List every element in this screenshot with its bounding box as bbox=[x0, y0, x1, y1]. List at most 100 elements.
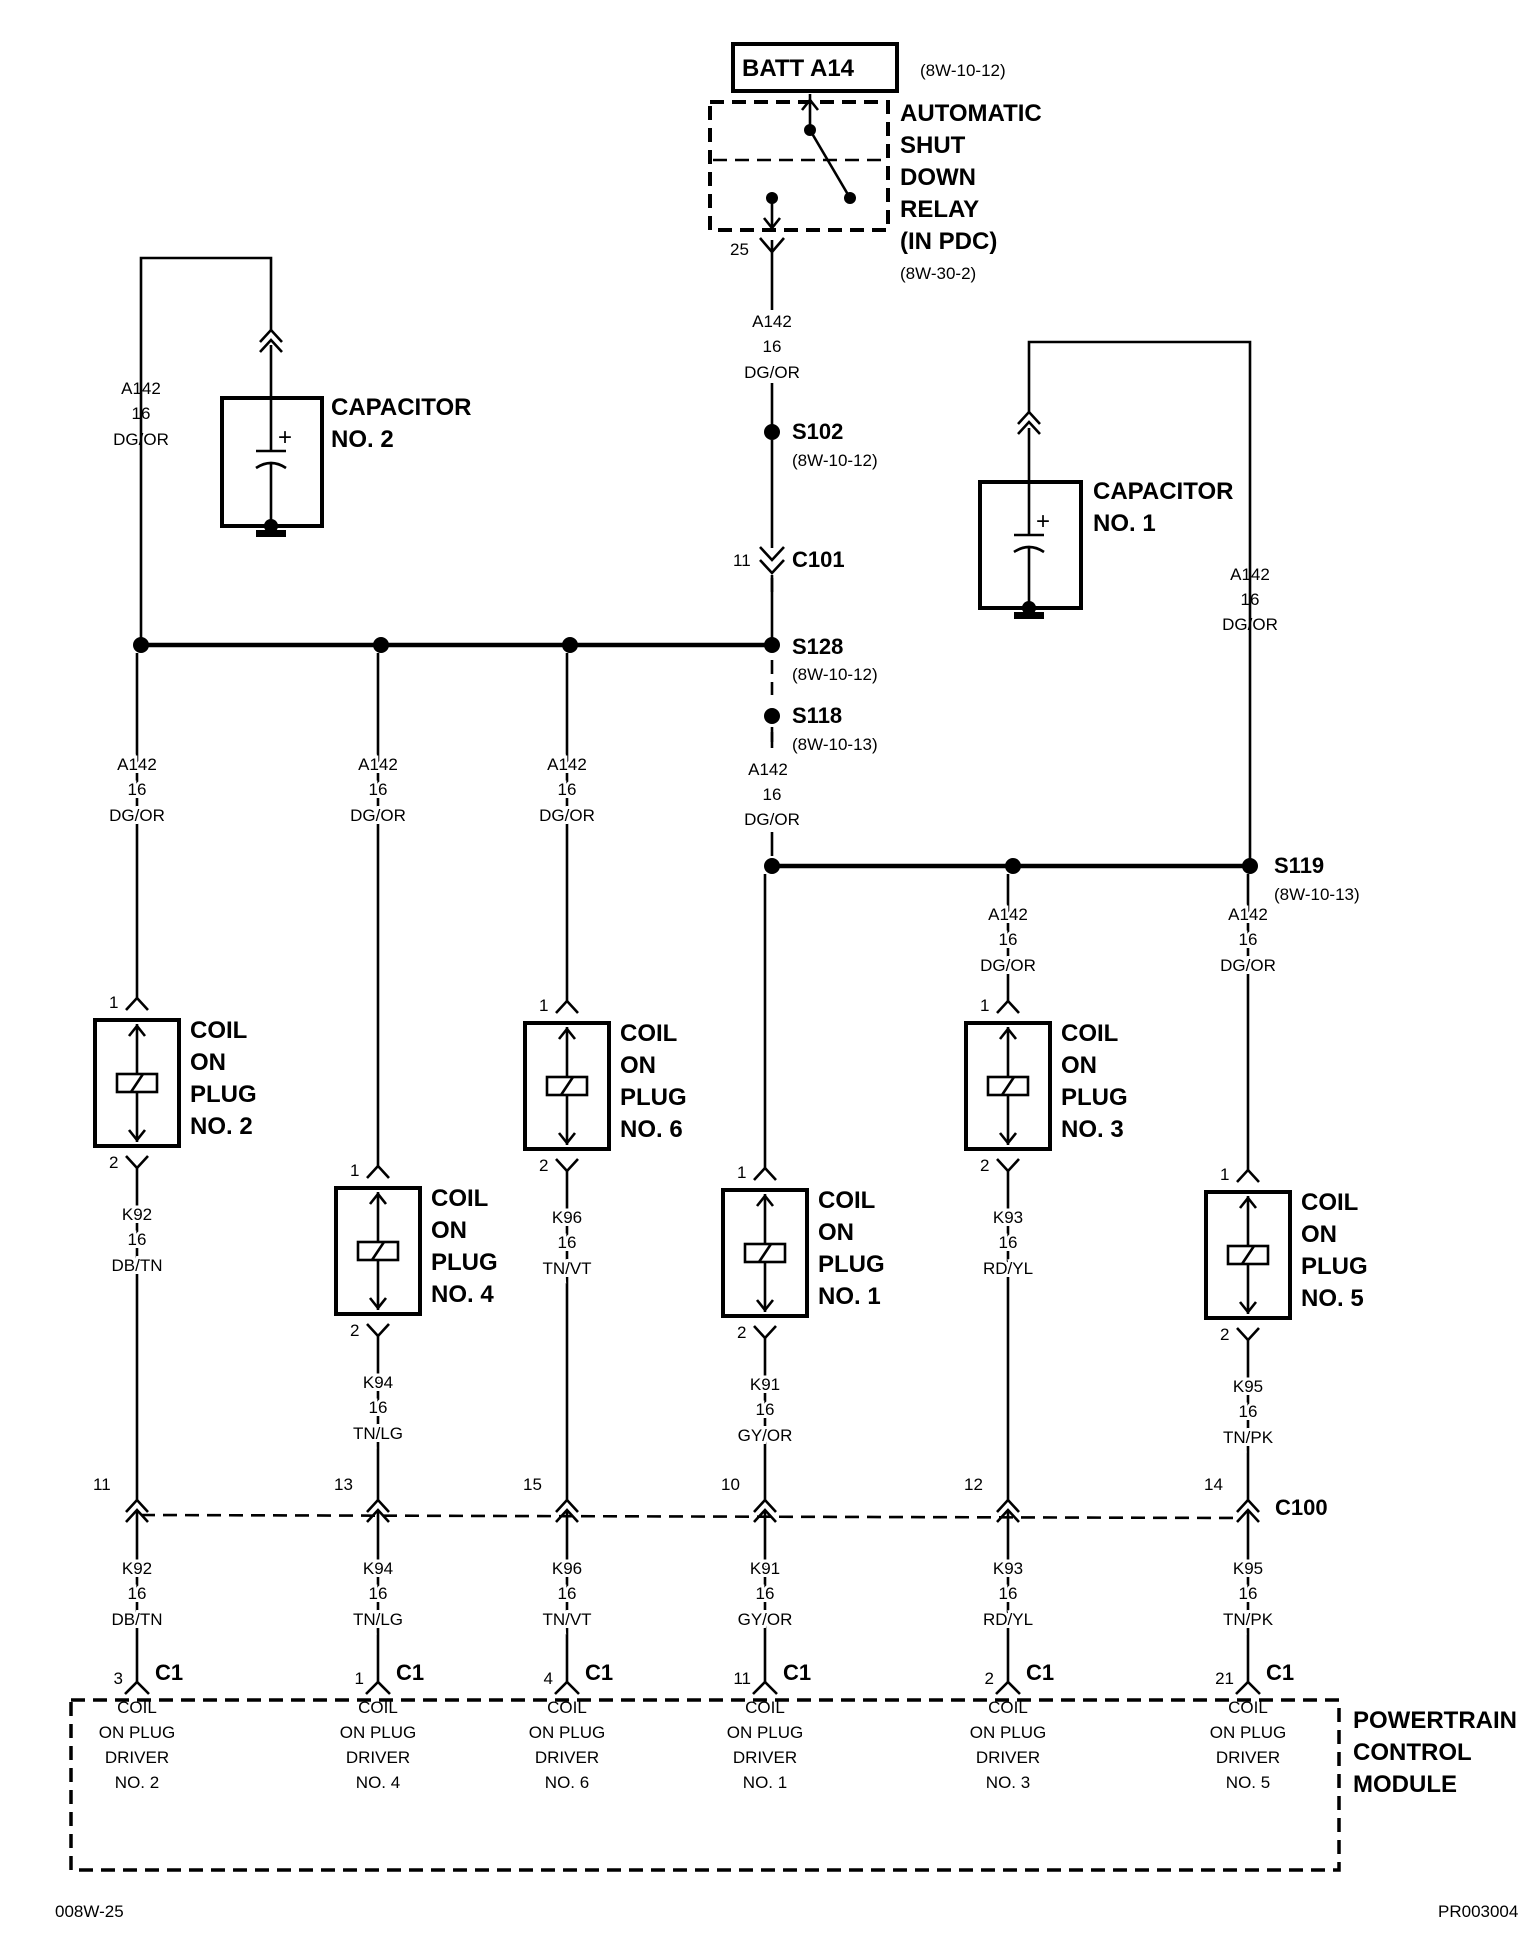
wire-color: RD/YL bbox=[983, 1610, 1033, 1629]
wire-circuit: A142 bbox=[117, 755, 157, 774]
wire-circuit: K91 bbox=[750, 1559, 780, 1578]
driver-label: DRIVER bbox=[976, 1748, 1040, 1767]
coil-label: ON bbox=[190, 1049, 226, 1076]
driver-label: ON PLUG bbox=[970, 1723, 1047, 1742]
splice-s128-label: S128 bbox=[792, 634, 843, 659]
c100-pin: 12 bbox=[964, 1475, 983, 1494]
coil-arrow bbox=[755, 1193, 775, 1207]
coil-pin-2: 2 bbox=[737, 1323, 746, 1342]
wire-circuit: K94 bbox=[363, 1373, 393, 1392]
driver-label: COIL bbox=[358, 1698, 398, 1717]
batt-a14-box: BATT A14 bbox=[731, 42, 899, 93]
wire-color: DG/OR bbox=[109, 806, 165, 825]
wire-gauge: 16 bbox=[763, 337, 782, 356]
wire-circuit: K95 bbox=[1233, 1559, 1263, 1578]
label-a142-s118: A142 16 DG/OR bbox=[744, 760, 800, 829]
c100-pin: 10 bbox=[721, 1475, 740, 1494]
c100-connector-male bbox=[753, 1498, 777, 1513]
cap1-label: CAPACITOR bbox=[1093, 478, 1233, 505]
coil-pin-1-connector bbox=[753, 1166, 777, 1181]
coil-label: COIL bbox=[1301, 1189, 1358, 1216]
c100-connector-line bbox=[140, 1513, 1241, 1520]
c100-pin: 14 bbox=[1204, 1475, 1223, 1494]
relay-name-line: SHUT bbox=[900, 132, 966, 159]
relay-name-line: AUTOMATIC bbox=[900, 100, 1042, 127]
c1-connector bbox=[995, 1680, 1021, 1695]
driver-label: COIL bbox=[1228, 1698, 1268, 1717]
c101-connector-male bbox=[759, 546, 785, 562]
driver-label: ON PLUG bbox=[1210, 1723, 1287, 1742]
wire-color: GY/OR bbox=[738, 1610, 793, 1629]
c100-connector-female bbox=[366, 1508, 390, 1523]
coil-label: NO. 3 bbox=[1061, 1116, 1124, 1143]
splice-s128-ref: (8W-10-12) bbox=[792, 665, 878, 684]
splice-s118-ref: (8W-10-13) bbox=[792, 735, 878, 754]
coil-pin-2: 2 bbox=[109, 1153, 118, 1172]
coil-pin-2: 2 bbox=[1220, 1325, 1229, 1344]
asd-relay bbox=[708, 94, 890, 232]
c1-label: C1 bbox=[1026, 1660, 1054, 1685]
cap2-label: CAPACITOR bbox=[331, 394, 471, 421]
c101-pin: 11 bbox=[733, 551, 751, 570]
cap1-ground-icon bbox=[1014, 612, 1044, 619]
wire-gauge: 16 bbox=[132, 404, 151, 423]
pcm-label: CONTROL bbox=[1353, 1739, 1472, 1766]
driver-label: ON PLUG bbox=[99, 1723, 176, 1742]
c100-connector-male bbox=[125, 1498, 149, 1513]
coil-arrow bbox=[1238, 1195, 1258, 1209]
coil-winding-slash bbox=[757, 1243, 773, 1263]
coil-label: PLUG bbox=[190, 1081, 257, 1108]
coil-winding-slash bbox=[129, 1073, 145, 1093]
coil-arrow bbox=[998, 1132, 1018, 1146]
wire-color: DG/OR bbox=[1220, 956, 1276, 975]
footer-right: PR003004 bbox=[1438, 1902, 1518, 1921]
c1-label: C1 bbox=[396, 1660, 424, 1685]
wire-color: DG/OR bbox=[539, 806, 595, 825]
wire-circuit: K93 bbox=[993, 1208, 1023, 1227]
c1-label: C1 bbox=[783, 1660, 811, 1685]
c1-pin: 11 bbox=[733, 1669, 751, 1688]
coil-winding-slash bbox=[370, 1241, 386, 1261]
wire-gauge: 16 bbox=[999, 930, 1018, 949]
wire-circuit: A142 bbox=[1228, 905, 1268, 924]
coil-pin-2: 2 bbox=[539, 1156, 548, 1175]
splice-s119-ref: (8W-10-13) bbox=[1274, 885, 1360, 904]
footer-left: 008W-25 bbox=[55, 1902, 124, 1921]
coil-arrow bbox=[368, 1191, 388, 1205]
cap2-connector bbox=[259, 338, 283, 353]
c1-label: C1 bbox=[155, 1660, 183, 1685]
splice-s102-label: S102 bbox=[792, 419, 843, 444]
coil-pin-1-connector bbox=[366, 1164, 390, 1179]
wire-gauge: 16 bbox=[128, 780, 147, 799]
driver-label: NO. 2 bbox=[115, 1773, 159, 1792]
relay-switch-arm bbox=[808, 129, 852, 199]
coil-label: COIL bbox=[1061, 1020, 1118, 1047]
wire-cap2-loop bbox=[139, 256, 273, 645]
coil-label: ON bbox=[431, 1217, 467, 1244]
splice-bus-dot bbox=[373, 637, 389, 653]
coil-label: PLUG bbox=[818, 1251, 885, 1278]
wire-gauge: 16 bbox=[756, 1584, 775, 1603]
wire-color: GY/OR bbox=[738, 1426, 793, 1445]
coil-pin-2-connector bbox=[366, 1323, 390, 1338]
c100-connector-female bbox=[125, 1508, 149, 1523]
wire-color: DB/TN bbox=[112, 1610, 163, 1629]
coil-pin-1: 1 bbox=[109, 993, 118, 1012]
coil-label: ON bbox=[1301, 1221, 1337, 1248]
coil-pin-1: 1 bbox=[737, 1163, 746, 1182]
coil-label: PLUG bbox=[1301, 1253, 1368, 1280]
c1-label: C1 bbox=[585, 1660, 613, 1685]
coil-on-plug-box bbox=[964, 1021, 1052, 1151]
relay-input-terminal bbox=[800, 97, 820, 111]
wire-circuit: K92 bbox=[122, 1205, 152, 1224]
coil-label: ON bbox=[1061, 1052, 1097, 1079]
wire-circuit: K96 bbox=[552, 1208, 582, 1227]
wire-circuit: K91 bbox=[750, 1375, 780, 1394]
wire-color: RD/YL bbox=[983, 1259, 1033, 1278]
coil-label: ON bbox=[818, 1219, 854, 1246]
c100-connector-male bbox=[555, 1498, 579, 1513]
coil-label: ON bbox=[620, 1052, 656, 1079]
wire-color: DG/OR bbox=[980, 956, 1036, 975]
driver-label: DRIVER bbox=[535, 1748, 599, 1767]
